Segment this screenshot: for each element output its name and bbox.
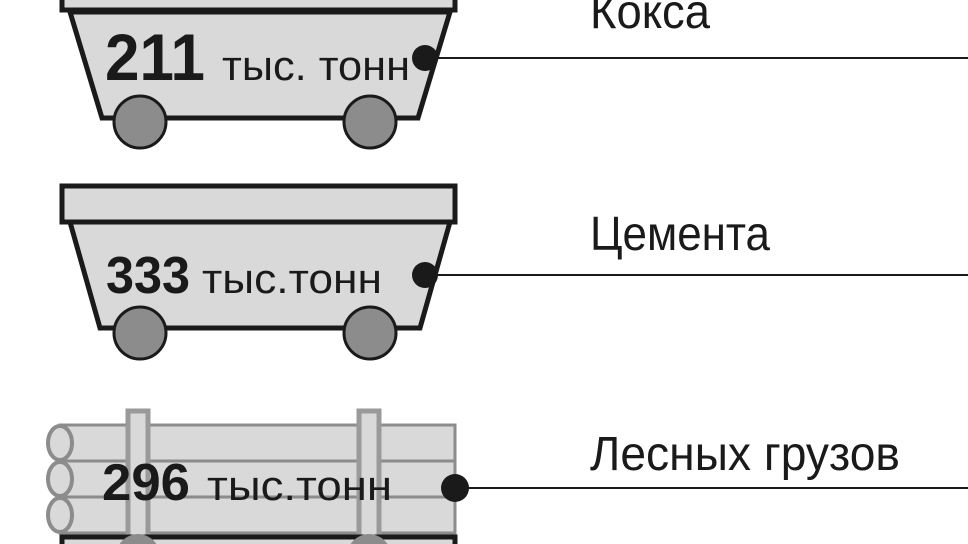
log-end <box>46 496 74 534</box>
cement-unit: тыс.тонн <box>202 255 382 302</box>
coke-unit: тыс. тонн <box>222 42 410 89</box>
wheel-icon <box>342 94 398 150</box>
leader-dot <box>441 474 469 502</box>
wagon-body <box>66 219 454 331</box>
log-end <box>46 460 74 498</box>
timber-label: Лесных грузов <box>590 428 900 481</box>
cement-label: Цемента <box>590 208 770 261</box>
coke-value: 211 <box>105 20 205 94</box>
timber-wagon: 296 тыс.тонн Лесных грузов <box>46 408 968 544</box>
wheel-icon <box>342 305 398 361</box>
wagon-body <box>66 9 454 121</box>
cement-value: 333 <box>106 247 190 305</box>
wheel-icon <box>119 534 157 544</box>
wagon-rim <box>59 0 458 13</box>
cement-wagon: 333 тыс.тонн Цемента <box>59 183 968 361</box>
log-end <box>46 424 74 462</box>
wheel-icon <box>112 94 168 150</box>
coke-wagon: 211 тыс. тонн Кокса <box>59 0 968 150</box>
coke-label: Кокса <box>590 0 710 39</box>
timber-unit: тыс.тонн <box>207 462 392 509</box>
wheel-icon <box>350 534 388 544</box>
leader-dot <box>412 45 438 71</box>
wheel-icon <box>112 305 168 361</box>
leader-dot <box>412 262 438 288</box>
timber-value: 296 <box>102 454 190 512</box>
wagon-rim <box>59 183 458 225</box>
